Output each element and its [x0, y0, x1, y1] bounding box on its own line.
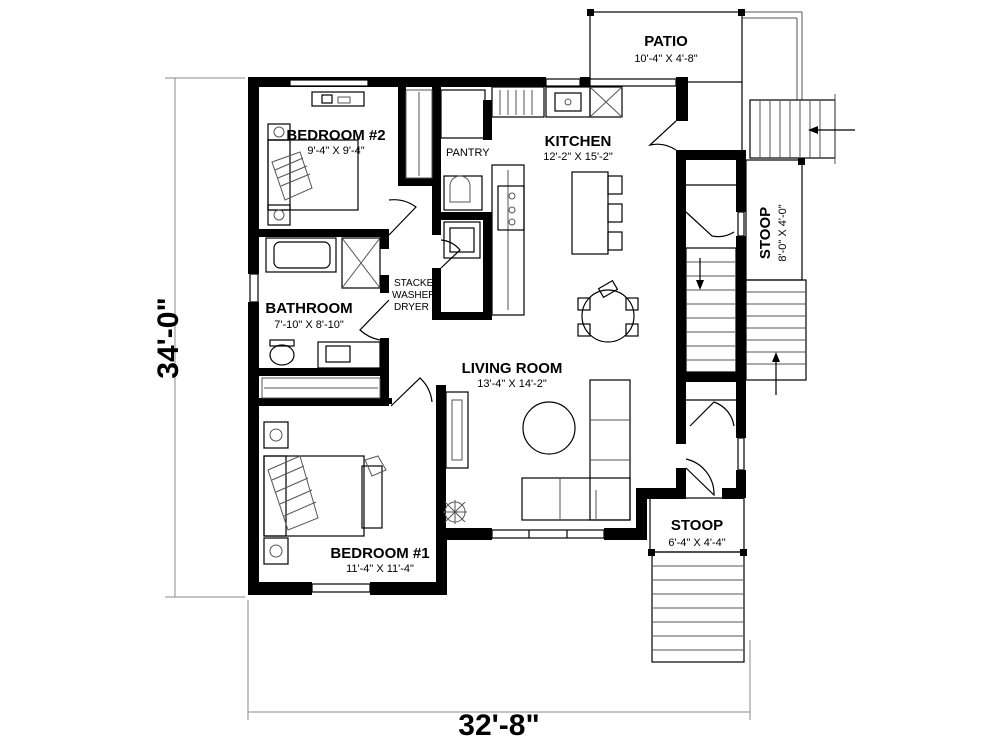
interior-walls	[259, 87, 492, 530]
right-stoop-label: STOOP	[757, 207, 774, 259]
living-room-size: 13'-4" X 14'-2"	[477, 378, 547, 390]
front-stoop	[648, 497, 747, 663]
patio-label: PATIO	[644, 33, 688, 50]
right-stoop	[745, 159, 807, 395]
laundry-label-line2: WASHER /	[392, 290, 441, 301]
patio-stairs	[749, 94, 855, 165]
bedroom2-label: BEDROOM #2	[286, 127, 385, 144]
patio	[587, 9, 803, 159]
windows	[249, 78, 745, 593]
pantry-fixtures	[440, 89, 486, 211]
bedroom2-size: 9'-4" X 9'-4"	[307, 145, 364, 157]
doors	[359, 120, 735, 497]
bedroom1-size: 11'-4" X 11'-4"	[346, 563, 414, 575]
closets	[261, 89, 736, 401]
exterior-walls	[248, 77, 746, 595]
bedroom2-furniture	[267, 91, 365, 226]
laundry-label-line3: DRYER	[394, 302, 429, 313]
overall-dimension-lines	[165, 77, 751, 720]
bathroom-fixtures	[265, 237, 381, 369]
pantry-label: PANTRY	[446, 147, 490, 159]
patio-size: 10'-4" X 4'-8"	[634, 53, 697, 65]
right-stoop-size: 8'-0" X 4'-0"	[777, 204, 789, 261]
front-stoop-label: STOOP	[671, 517, 723, 534]
kitchen-fixtures	[491, 86, 639, 343]
bathroom-label: BATHROOM	[265, 300, 352, 317]
bedroom1-furniture	[263, 421, 387, 565]
laundry-fixtures	[443, 221, 481, 259]
living-furniture	[443, 379, 631, 524]
plant-icon	[443, 500, 467, 524]
bedroom1-label: BEDROOM #1	[330, 545, 429, 562]
front-stoop-size: 6'-4" X 4'-4"	[668, 537, 725, 549]
laundry-label-line1: STACKED	[394, 278, 441, 289]
living-room-label: LIVING ROOM	[462, 360, 563, 377]
depth-dimension: 34'-0"	[152, 297, 185, 378]
width-dimension: 32'-8"	[458, 709, 539, 742]
kitchen-size: 12'-2" X 15'-2"	[543, 151, 613, 163]
interior-stair	[685, 247, 737, 373]
kitchen-label: KITCHEN	[545, 133, 612, 150]
bathroom-size: 7'-10" X 8'-10"	[274, 319, 344, 331]
